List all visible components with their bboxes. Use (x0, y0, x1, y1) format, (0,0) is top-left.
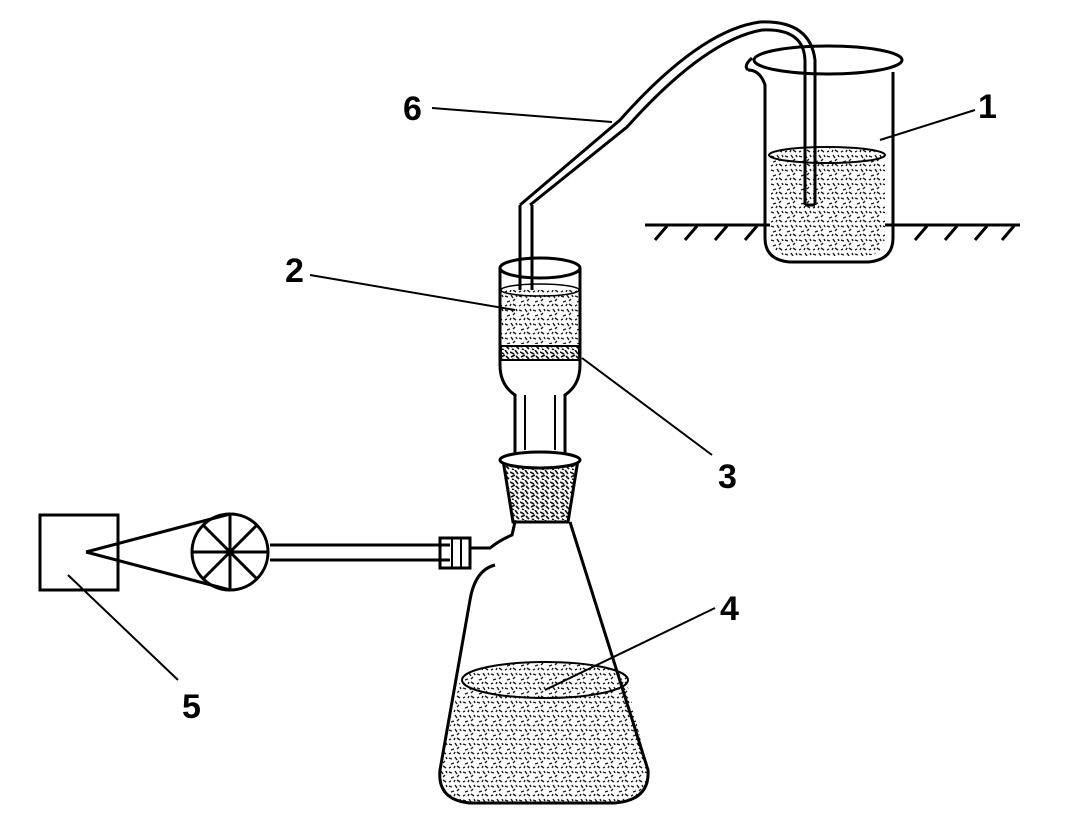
label-1: 1 (978, 88, 997, 126)
label-2: 2 (285, 252, 304, 290)
label-6: 6 (403, 90, 422, 128)
beaker (744, 44, 904, 264)
label-3: 3 (718, 458, 737, 496)
filter-funnel (498, 256, 582, 455)
vacuum-pump-motor (38, 512, 231, 592)
label-5: 5 (182, 688, 201, 726)
pump-wheel (190, 512, 270, 592)
rubber-stopper (498, 450, 582, 524)
leader-lines (67, 107, 976, 691)
label-4: 4 (720, 590, 739, 628)
side-arm-hose (270, 536, 472, 570)
